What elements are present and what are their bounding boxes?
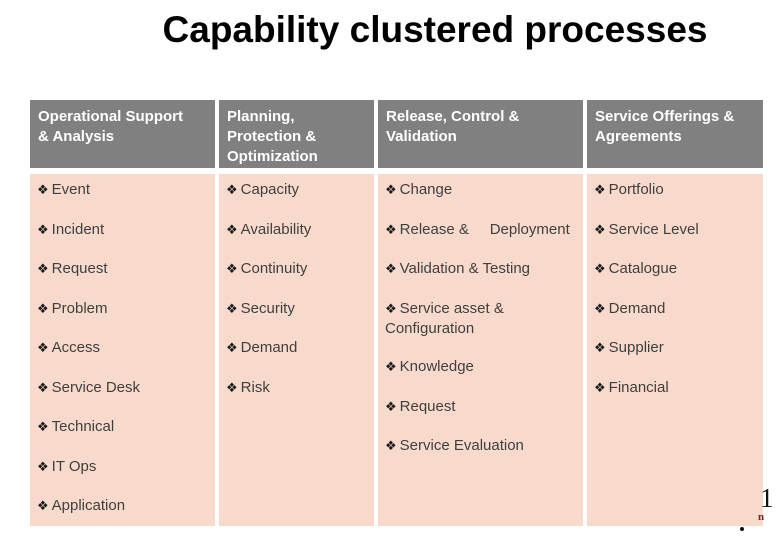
list-item-label: Risk	[240, 378, 270, 396]
list-item: ❖IT Ops	[37, 457, 211, 477]
diamond-cluster-bullet-icon: ❖	[226, 183, 238, 198]
tiny-dot-mark	[740, 527, 744, 531]
column-header-service-offerings-agreements: Service Offerings & Agreements	[587, 100, 763, 168]
list-item-label: Demand	[240, 339, 298, 356]
list-item: ❖Problem	[37, 299, 211, 319]
column-header-operational-support-analysis: Operational Support & Analysis	[30, 100, 215, 168]
list-item-label: IT Ops	[51, 457, 97, 475]
diamond-cluster-bullet-icon: ❖	[594, 341, 606, 356]
clipped-page-number: 1	[760, 483, 774, 513]
list-item-label: Capacity	[240, 181, 300, 198]
list-item: ❖Continuity	[226, 259, 370, 279]
list-item-label: Technical	[51, 418, 115, 435]
diamond-cluster-bullet-icon: ❖	[37, 262, 49, 277]
list-item: ❖Service Level	[594, 220, 759, 240]
list-item-label: Event	[51, 181, 91, 198]
diamond-cluster-bullet-icon: ❖	[385, 399, 397, 415]
list-item: ❖Supplier	[594, 338, 759, 358]
diamond-cluster-bullet-icon: ❖	[37, 420, 49, 435]
list-item: ❖Portfolio	[594, 180, 759, 200]
list-item: ❖Technical	[37, 417, 211, 437]
list-item: ❖Incident	[37, 220, 211, 240]
list-item: ❖Event	[37, 180, 211, 200]
diamond-cluster-bullet-icon: ❖	[594, 222, 606, 238]
list-item: ❖Request	[385, 397, 579, 417]
list-item-label: Financial	[608, 378, 669, 396]
list-item-label: Service asset & Configuration	[385, 299, 504, 337]
diamond-cluster-bullet-icon: ❖	[594, 183, 606, 198]
list-item: ❖Risk	[226, 378, 370, 398]
list-item-label: Release & Deployment	[399, 220, 570, 238]
diamond-cluster-bullet-icon: ❖	[37, 499, 49, 514]
diamond-cluster-bullet-icon: ❖	[226, 262, 238, 277]
diamond-cluster-bullet-icon: ❖	[226, 222, 238, 238]
diamond-cluster-bullet-icon: ❖	[594, 262, 606, 277]
column-body-release-control-validation: ❖Change❖Release & Deployment❖Validation …	[378, 174, 583, 526]
list-item-label: Availability	[240, 220, 312, 238]
column-body-service-offerings-agreements: ❖Portfolio❖Service Level❖Catalogue❖Deman…	[587, 174, 763, 526]
slide-title: Capability clustered processes	[162, 9, 708, 50]
list-item: ❖Catalogue	[594, 259, 759, 279]
diamond-cluster-bullet-icon: ❖	[37, 380, 49, 396]
diamond-cluster-bullet-icon: ❖	[385, 183, 397, 198]
list-item: ❖Demand	[594, 299, 759, 319]
diamond-cluster-bullet-icon: ❖	[594, 380, 606, 396]
list-item: ❖Access	[37, 338, 211, 358]
diamond-cluster-bullet-icon: ❖	[37, 301, 49, 317]
list-item-label: Change	[399, 181, 453, 198]
list-item: ❖Service asset & Configuration	[385, 299, 579, 338]
list-item: ❖Financial	[594, 378, 759, 398]
list-item: ❖Validation & Testing	[385, 259, 579, 279]
list-item-label: Access	[51, 339, 101, 356]
diamond-cluster-bullet-icon: ❖	[226, 380, 238, 396]
list-item-label: Service Desk	[51, 378, 141, 396]
list-item: ❖Demand	[226, 338, 370, 358]
list-item-label: Validation & Testing	[399, 260, 531, 277]
diamond-cluster-bullet-icon: ❖	[226, 301, 238, 317]
diamond-cluster-bullet-icon: ❖	[385, 301, 397, 317]
clipped-edge-glyph: n	[758, 511, 765, 523]
diamond-cluster-bullet-icon: ❖	[37, 183, 49, 198]
list-item: ❖Release & Deployment	[385, 220, 579, 240]
list-item: ❖Availability	[226, 220, 370, 240]
diamond-cluster-bullet-icon: ❖	[37, 222, 49, 238]
list-item-label: Request	[399, 397, 456, 415]
list-item-label: Security	[240, 299, 295, 317]
list-item-label: Service Level	[608, 220, 699, 238]
list-item-label: Catalogue	[608, 260, 678, 277]
process-cluster-table: Operational Support & Analysis Planning,…	[30, 100, 763, 526]
column-body-planning-protection-optimization: ❖Capacity❖Availability❖Continuity❖Securi…	[219, 174, 374, 526]
diamond-cluster-bullet-icon: ❖	[226, 341, 238, 356]
list-item: ❖Request	[37, 259, 211, 279]
list-item: ❖Service Evaluation	[385, 436, 579, 456]
diamond-cluster-bullet-icon: ❖	[37, 341, 49, 356]
list-item-label: Application	[51, 497, 126, 514]
diamond-cluster-bullet-icon: ❖	[385, 222, 397, 238]
list-item: ❖Capacity	[226, 180, 370, 200]
diamond-cluster-bullet-icon: ❖	[594, 301, 606, 317]
list-item: ❖Knowledge	[385, 357, 579, 377]
list-item-label: Demand	[608, 299, 666, 317]
diamond-cluster-bullet-icon: ❖	[37, 459, 49, 475]
column-body-operational-support-analysis: ❖Event❖Incident❖Request❖Problem❖Access❖S…	[30, 174, 215, 526]
list-item: ❖Security	[226, 299, 370, 319]
list-item-label: Knowledge	[399, 358, 474, 375]
list-item-label: Portfolio	[608, 181, 664, 198]
column-header-planning-protection-optimization: Planning, Protection & Optimization	[219, 100, 374, 168]
list-item-label: Continuity	[240, 260, 308, 277]
list-item-label: Service Evaluation	[399, 437, 524, 454]
list-item: ❖Service Desk	[37, 378, 211, 398]
list-item: ❖Change	[385, 180, 579, 200]
list-item-label: Request	[51, 260, 108, 277]
list-item-label: Incident	[51, 220, 105, 238]
diamond-cluster-bullet-icon: ❖	[385, 360, 397, 375]
list-item-label: Supplier	[608, 339, 664, 356]
list-item-label: Problem	[51, 299, 108, 317]
list-item: ❖Application	[37, 496, 211, 516]
diamond-cluster-bullet-icon: ❖	[385, 439, 397, 454]
column-header-release-control-validation: Release, Control & Validation	[378, 100, 583, 168]
diamond-cluster-bullet-icon: ❖	[385, 262, 397, 277]
